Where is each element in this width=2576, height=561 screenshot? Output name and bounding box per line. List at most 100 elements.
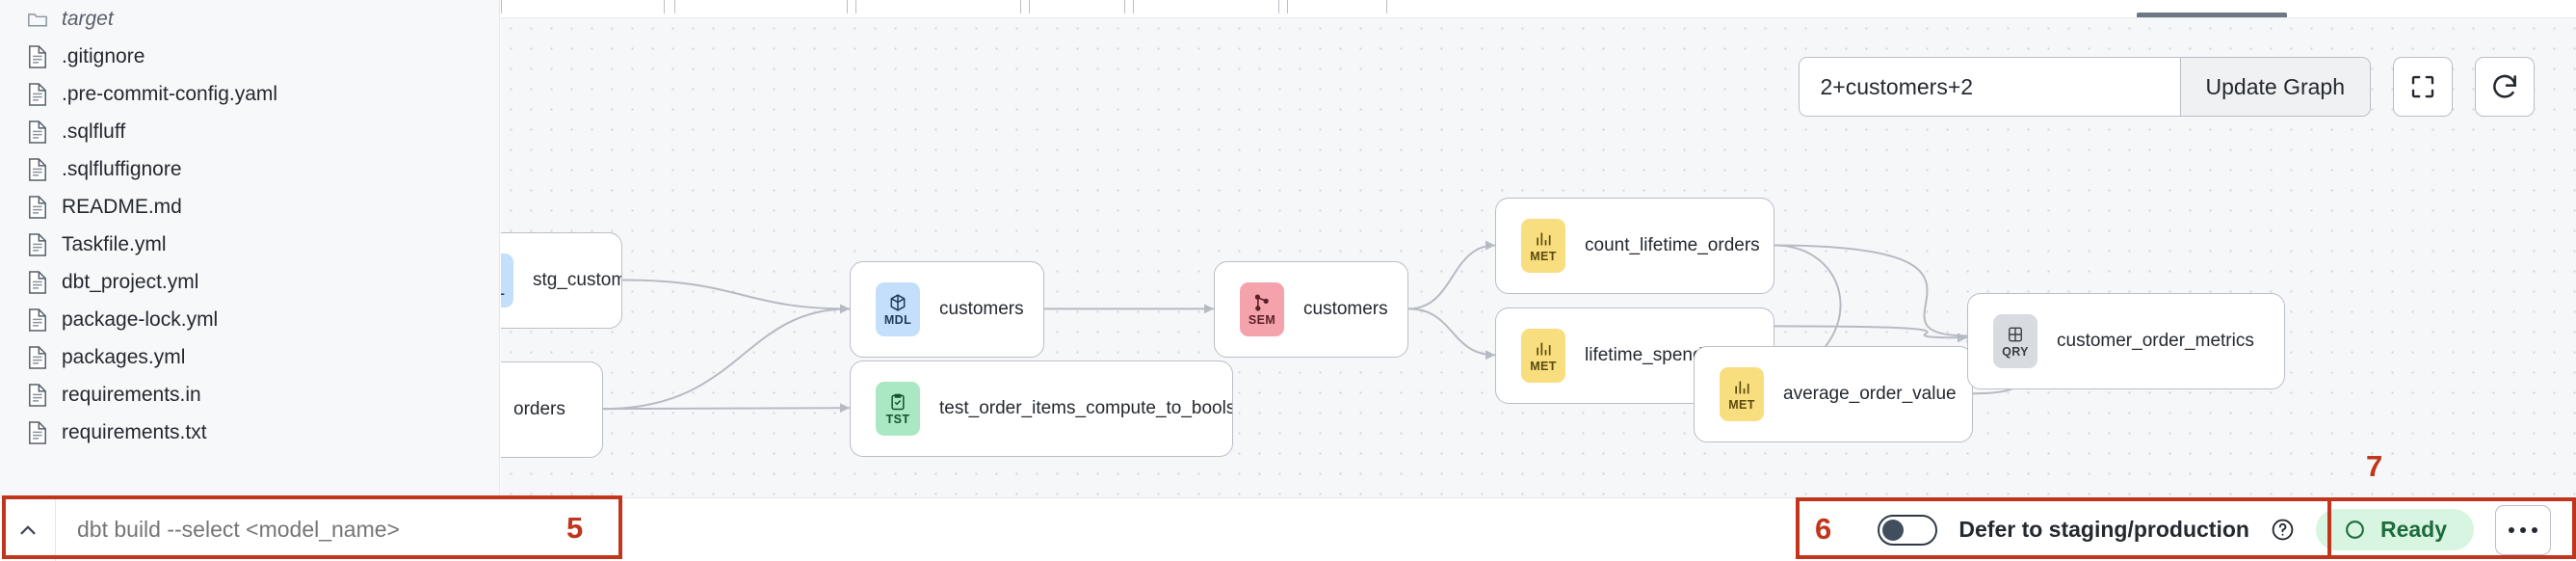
file-explorer-sidebar: target .gitignore .pre-commit-config.yaml.…	[0, 0, 500, 497]
node-label: count_lifetime_orders	[1585, 235, 1760, 255]
node-type-badge-met: MET	[1720, 367, 1764, 421]
graph-selector-input[interactable]	[1799, 58, 2180, 116]
file-icon	[27, 82, 48, 107]
defer-label: Defer to staging/production	[1958, 517, 2249, 542]
refresh-icon[interactable]	[2475, 57, 2535, 117]
node-type-code: MET	[1728, 397, 1755, 412]
file-item[interactable]: dbt_project.yml	[0, 263, 499, 301]
graph-node[interactable]: MDLorders	[501, 361, 603, 458]
active-tab-indicator	[2137, 13, 2287, 19]
file-name: requirements.in	[62, 383, 201, 406]
node-type-code: MDL	[501, 284, 505, 298]
graph-node[interactable]: MET count_lifetime_orders	[1495, 198, 1774, 294]
node-label: customer_order_metrics	[2057, 331, 2254, 351]
node-label: customers	[939, 299, 1024, 319]
node-label: stg_customers	[533, 270, 621, 290]
tab-stub[interactable]	[1029, 0, 1125, 13]
circle-icon	[2346, 521, 2364, 539]
file-item[interactable]: .gitignore	[0, 38, 499, 75]
file-item[interactable]: target	[0, 0, 499, 38]
file-item[interactable]: .sqlfluffignore	[0, 150, 499, 188]
dbt-command-input[interactable]	[56, 497, 617, 561]
node-type-code: MDL	[883, 312, 912, 327]
node-label: test_order_items_compute_to_bools…	[939, 398, 1233, 418]
file-name: package-lock.yml	[62, 307, 219, 331]
node-label: average_order_value	[1783, 384, 1957, 404]
node-label: customers	[1303, 299, 1388, 319]
file-name: .pre-commit-config.yaml	[62, 82, 278, 105]
status-badge[interactable]: Ready	[2315, 509, 2474, 550]
file-icon	[27, 157, 48, 182]
node-type-code: MET	[1530, 359, 1557, 373]
file-name: packages.yml	[62, 345, 186, 368]
file-item[interactable]: package-lock.yml	[0, 301, 499, 338]
more-options-button[interactable]	[2495, 504, 2551, 555]
file-name: Taskfile.yml	[62, 232, 167, 255]
file-icon	[27, 307, 48, 333]
status-label: Ready	[2379, 517, 2447, 542]
file-item[interactable]: .sqlfluff	[0, 113, 499, 150]
file-name: dbt_project.yml	[62, 270, 199, 293]
tab-stub[interactable]	[1133, 0, 1279, 13]
status-bar: Defer to staging/production Ready	[0, 497, 2576, 561]
graph-node[interactable]: SEM customers	[1214, 261, 1408, 358]
chevron-up-icon[interactable]	[0, 497, 56, 561]
status-bar-right: Defer to staging/production Ready	[1878, 498, 2576, 561]
file-name: target	[62, 7, 114, 30]
defer-toggle[interactable]	[1878, 514, 1938, 546]
toggle-knob	[1882, 519, 1905, 541]
graph-node[interactable]: MDL customers	[850, 261, 1044, 358]
dot	[2520, 526, 2526, 533]
lineage-graph-panel: MDL stg_customersMDLorders MDL customersTST…	[501, 0, 2576, 497]
graph-node[interactable]: QRY customer_order_metrics	[1967, 293, 2285, 389]
file-name: README.md	[62, 195, 182, 218]
node-type-badge-met: MET	[1521, 219, 1565, 273]
node-type-badge-mdl: MDL	[501, 254, 513, 307]
node-type-code: SEM	[1248, 312, 1276, 327]
graph-toolbar: Update Graph	[1798, 57, 2535, 117]
file-icon	[27, 270, 48, 295]
graph-node[interactable]: MET average_order_value	[1694, 346, 1973, 442]
file-item[interactable]: requirements.in	[0, 376, 499, 414]
file-icon	[27, 383, 48, 408]
file-item[interactable]: README.md	[0, 188, 499, 226]
graph-selector-combo: Update Graph	[1798, 57, 2371, 117]
tab-stub[interactable]	[855, 0, 1021, 13]
graph-node[interactable]: MDL stg_customers	[501, 232, 622, 329]
annotation-number-7: 7	[2366, 449, 2383, 483]
tab-stub[interactable]	[501, 0, 665, 13]
file-name: .gitignore	[62, 44, 145, 67]
graph-canvas[interactable]: MDL stg_customersMDLorders MDL customersTST…	[501, 17, 2576, 497]
update-graph-button[interactable]: Update Graph	[2179, 58, 2370, 116]
file-item[interactable]: Taskfile.yml	[0, 226, 499, 263]
tab-stub[interactable]	[1287, 0, 1387, 13]
command-bar	[0, 497, 617, 561]
graph-node[interactable]: TST test_order_items_compute_to_bools…	[850, 361, 1233, 457]
node-type-code: TST	[885, 412, 910, 426]
file-icon	[27, 420, 48, 445]
file-name: .sqlfluff	[62, 120, 126, 143]
file-icon	[27, 195, 48, 220]
file-item[interactable]: .pre-commit-config.yaml	[0, 75, 499, 113]
help-circle-icon[interactable]	[2271, 518, 2295, 542]
dot	[2532, 526, 2537, 533]
annotation-number-6: 6	[1815, 512, 1832, 546]
node-type-badge-mdl: MDL	[876, 282, 920, 336]
node-label: orders	[513, 399, 565, 419]
node-type-badge-tst: TST	[876, 382, 920, 436]
file-item[interactable]: packages.yml	[0, 338, 499, 376]
folder-icon	[27, 7, 48, 32]
file-name: requirements.txt	[62, 420, 207, 443]
node-type-badge-qry: QRY	[1993, 314, 2037, 368]
editor-tab-strip	[501, 0, 2576, 19]
file-icon	[27, 120, 48, 145]
file-icon	[27, 44, 48, 69]
tab-stub[interactable]	[674, 0, 848, 13]
node-type-code: QRY	[2002, 344, 2029, 359]
dot	[2509, 526, 2514, 533]
file-list: target .gitignore .pre-commit-config.yaml.…	[0, 0, 499, 451]
file-icon	[27, 232, 48, 257]
fullscreen-icon[interactable]	[2393, 57, 2453, 117]
file-item[interactable]: requirements.txt	[0, 414, 499, 451]
